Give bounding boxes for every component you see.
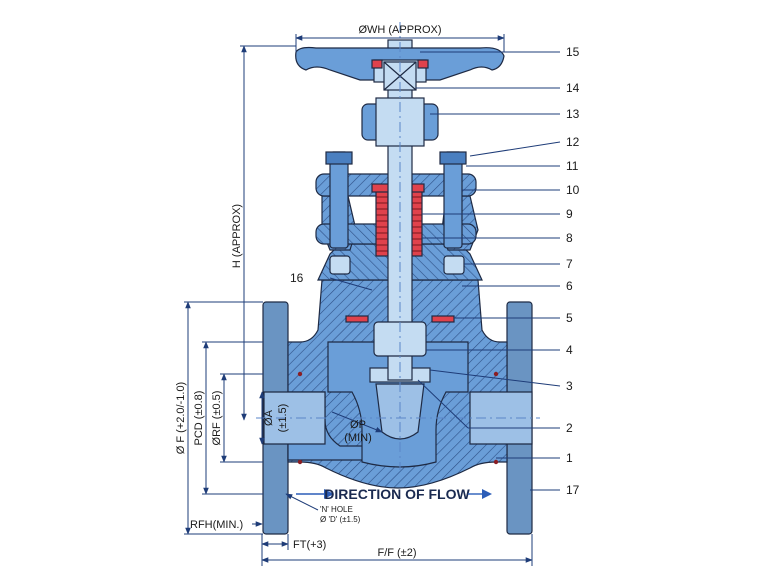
part-number-6: 6 <box>566 279 573 293</box>
part-number-12: 12 <box>566 135 580 149</box>
callout-leader <box>429 369 561 387</box>
part-number-9: 9 <box>566 207 573 221</box>
gasket-left <box>345 315 369 323</box>
gland-bolt-left <box>329 151 349 249</box>
part-number-14: 14 <box>566 81 580 95</box>
n-hole-label-line2: Ø 'D' (±1.5) <box>320 515 361 524</box>
part-number-10: 10 <box>566 183 580 197</box>
callout-leader <box>469 141 561 157</box>
weld-dot <box>493 371 499 377</box>
weld-dot <box>493 459 499 465</box>
flow-arrow-left-head <box>324 489 334 499</box>
dimension-labels: ØWH (APPROX) H (APPROX) Ø F (+2.0/-1.0) … <box>175 24 442 559</box>
rfh-label: RFH(MIN.) <box>190 519 243 531</box>
part-number-11: 11 <box>566 159 579 173</box>
a-label-line2: (±1.5) <box>277 404 289 433</box>
part-number-8: 8 <box>566 231 573 245</box>
ft-label: FT(+3) <box>293 539 326 551</box>
part-number-1: 1 <box>566 451 573 465</box>
bonnet-nut-right <box>443 255 465 275</box>
gland-nut-right <box>439 151 467 165</box>
part-number-15: 15 <box>566 45 580 59</box>
n-hole-leader <box>285 493 319 511</box>
dimension-lines <box>184 34 533 566</box>
part-number-17: 17 <box>566 483 580 497</box>
part-number-16: 16 <box>290 271 304 285</box>
wh-label: ØWH (APPROX) <box>358 24 441 36</box>
a-label-line1: ØA <box>263 409 275 426</box>
part-number-7: 7 <box>566 257 573 271</box>
p-label-line1: ØP <box>350 419 366 431</box>
pcd-label: PCD (±0.8) <box>193 391 205 446</box>
flow-label: DIRECTION OF FLOW <box>324 486 470 502</box>
weld-dot <box>297 371 303 377</box>
flow-arrow-right-head <box>482 489 492 499</box>
part-callouts: 15 14 13 12 11 10 9 8 7 6 5 4 3 2 1 17 16 <box>290 45 580 497</box>
weld-dots <box>297 371 499 465</box>
part-number-13: 13 <box>566 107 580 121</box>
p-dimension-line <box>331 411 383 433</box>
gland-bolt-right <box>443 151 463 249</box>
f-label: Ø F (+2.0/-1.0) <box>175 382 187 454</box>
gland-nut-left <box>325 151 353 165</box>
weld-dot <box>297 459 303 465</box>
callout-leader <box>417 379 469 429</box>
handwheel-washer-left <box>371 59 383 69</box>
gasket-right <box>431 315 455 323</box>
handwheel-washer-right <box>417 59 429 69</box>
part-number-2: 2 <box>566 421 573 435</box>
h-label: H (APPROX) <box>231 204 243 268</box>
part-number-3: 3 <box>566 379 573 393</box>
n-hole-label-line1: 'N' HOLE <box>320 505 353 514</box>
part-number-5: 5 <box>566 311 573 325</box>
rf-label: ØRF (±0.5) <box>211 391 223 446</box>
ff-label: F/F (±2) <box>377 547 416 559</box>
bonnet-nut-left <box>329 255 351 275</box>
flow-direction: DIRECTION OF FLOW <box>296 486 492 502</box>
callout-leader <box>329 277 373 291</box>
packing-left <box>375 189 389 257</box>
part-number-4: 4 <box>566 343 573 357</box>
p-label-line2: (MIN) <box>344 432 372 444</box>
